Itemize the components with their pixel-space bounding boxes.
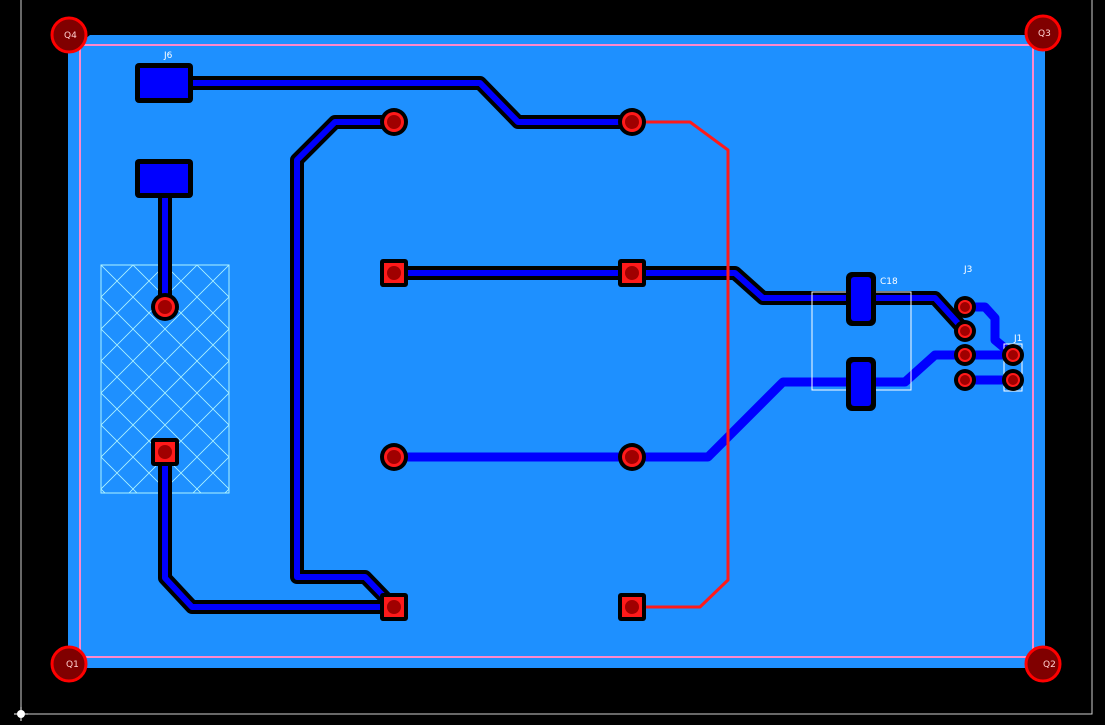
through-hole-pad[interactable]	[954, 320, 976, 342]
svg-text:Q1: Q1	[66, 660, 79, 670]
trace-j6-net[interactable]	[187, 80, 635, 125]
through-hole-pad[interactable]	[1002, 344, 1024, 366]
trace-bottom-left[interactable]	[162, 449, 397, 610]
through-hole-pad[interactable]	[151, 438, 179, 466]
through-hole-pad[interactable]	[954, 344, 976, 366]
j6-label: J6	[163, 51, 173, 61]
svg-text:Q4: Q4	[64, 31, 77, 41]
through-hole-pad[interactable]	[618, 259, 646, 287]
c18-label: C18	[880, 277, 898, 287]
through-hole-pad[interactable]	[380, 108, 408, 136]
j6-pad-2[interactable]	[135, 159, 193, 198]
board-outline	[79, 44, 1034, 658]
through-hole-pad[interactable]	[380, 593, 408, 621]
through-hole-pad[interactable]	[618, 593, 646, 621]
through-hole-pad[interactable]	[954, 296, 976, 318]
through-hole-pad[interactable]	[618, 443, 646, 471]
through-hole-pad[interactable]	[380, 443, 408, 471]
j6-pad-1[interactable]	[135, 63, 193, 103]
through-hole-pad[interactable]	[151, 293, 179, 321]
mounting-hole-q3[interactable]: Q3	[1024, 14, 1062, 52]
through-hole-pad[interactable]	[618, 108, 646, 136]
svg-text:Q2: Q2	[1043, 660, 1056, 670]
c18-pad-2[interactable]	[846, 357, 876, 411]
through-hole-pad[interactable]	[380, 259, 408, 287]
trace-left-loop[interactable]	[294, 119, 397, 610]
mounting-hole-q2[interactable]: Q2	[1024, 645, 1062, 683]
j3-label: J3	[963, 265, 972, 275]
mounting-hole-q1[interactable]: Q1	[50, 645, 88, 683]
through-hole-pad[interactable]	[954, 369, 976, 391]
c18-pad-1[interactable]	[846, 272, 876, 326]
work-area-border	[20, 0, 1093, 715]
trace-c18-bottom[interactable]	[389, 350, 1018, 462]
origin-marker	[14, 707, 28, 721]
mounting-hole-q4[interactable]: Q4	[50, 16, 88, 54]
j1-label: J1	[1013, 334, 1022, 344]
through-hole-pad[interactable]	[1002, 369, 1024, 391]
svg-text:Q3: Q3	[1038, 29, 1051, 39]
trace-top-layer[interactable]	[630, 120, 730, 609]
copper-pour	[68, 35, 1045, 668]
trace-j3-pin1[interactable]	[960, 302, 1018, 360]
